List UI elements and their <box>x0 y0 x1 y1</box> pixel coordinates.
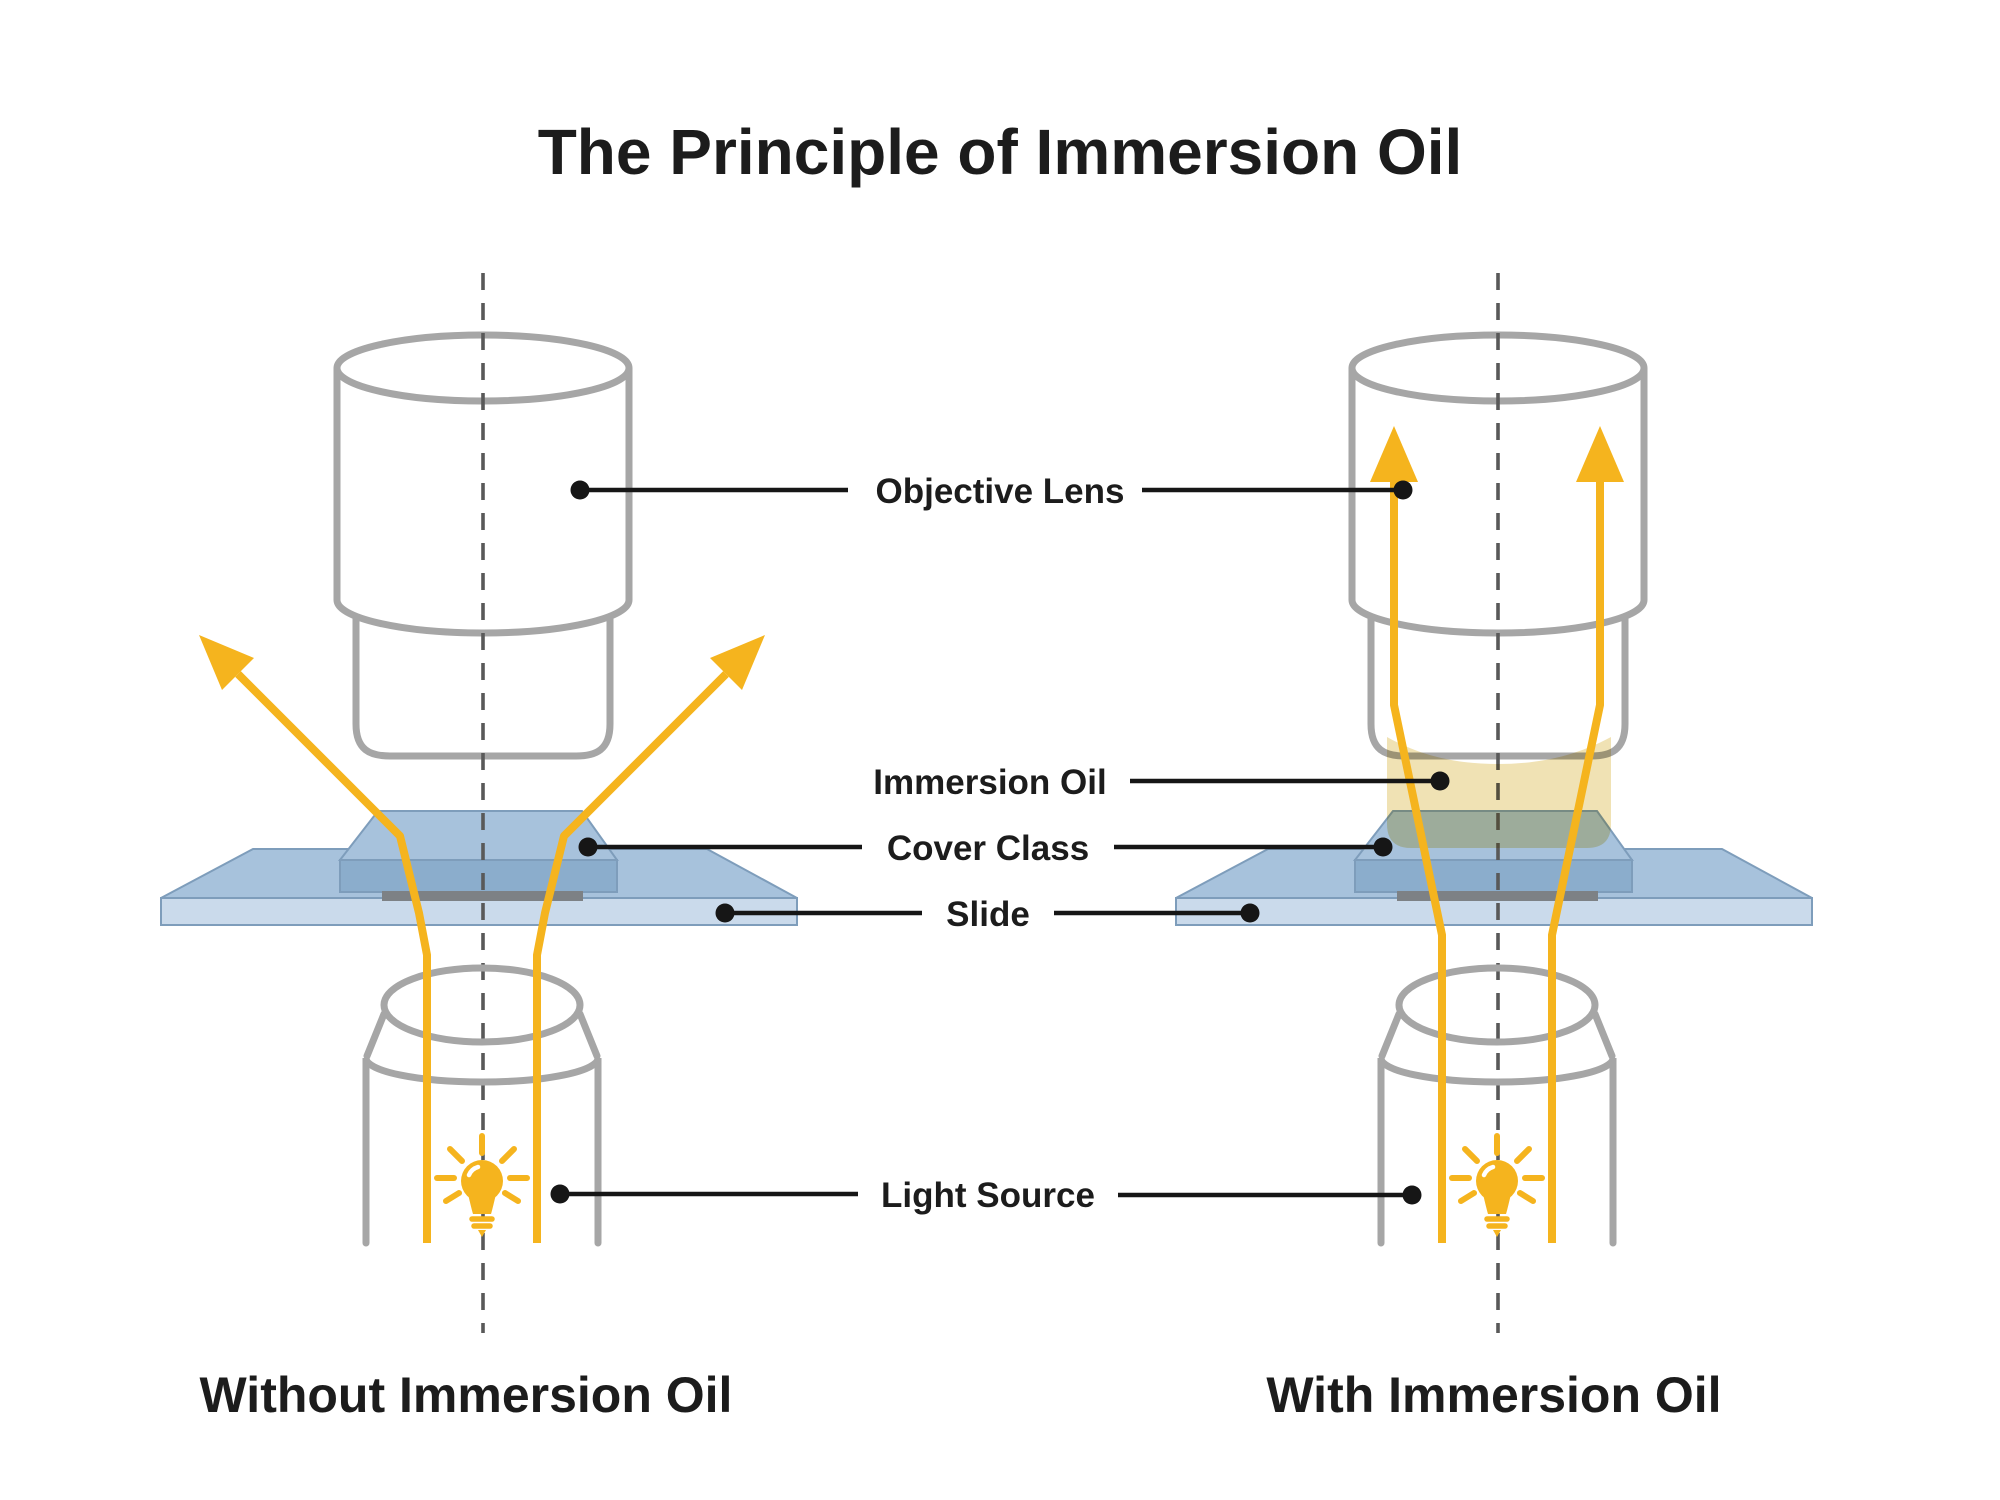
label-cover-glass: Cover Class <box>887 829 1089 868</box>
panel-without-oil <box>160 273 798 1333</box>
label-objective-lens: Objective Lens <box>876 472 1125 511</box>
label-light-source: Light Source <box>881 1176 1095 1215</box>
leader-dot <box>550 1184 570 1204</box>
light-ray-straight-left <box>1390 470 1446 1243</box>
leader-dot <box>1373 837 1393 857</box>
light-ray-arrow <box>1576 426 1624 482</box>
light-ray-arrow <box>1370 426 1418 482</box>
immersion-oil-shape <box>1387 737 1611 848</box>
leader-dot <box>1240 903 1260 923</box>
light-bulb-icon <box>1452 1136 1542 1237</box>
light-ray-straight-right <box>1548 470 1604 1243</box>
leader-dot <box>715 903 735 923</box>
leader-dot <box>570 480 590 500</box>
light-bulb-icon <box>437 1136 527 1237</box>
leader-dot <box>1430 771 1450 791</box>
annotation-layer: Objective Lens Immersion Oil Cover Class… <box>550 472 1450 1215</box>
panel-with-oil <box>1175 273 1813 1333</box>
leader-dot <box>1393 480 1413 500</box>
caption-without-oil: Without Immersion Oil <box>200 1367 733 1423</box>
leader-dot <box>1402 1185 1422 1205</box>
page-title: The Principle of Immersion Oil <box>538 116 1463 188</box>
light-ray-refracted-right <box>533 671 729 1243</box>
light-ray-refracted-left <box>235 671 431 1243</box>
label-immersion-oil: Immersion Oil <box>873 763 1106 802</box>
light-ray-arrow <box>199 635 254 690</box>
leader-dot <box>578 837 598 857</box>
label-slide: Slide <box>946 895 1030 934</box>
microscope-slide-shape <box>160 810 798 926</box>
light-ray-arrow <box>710 635 765 690</box>
caption-with-oil: With Immersion Oil <box>1266 1367 1721 1423</box>
